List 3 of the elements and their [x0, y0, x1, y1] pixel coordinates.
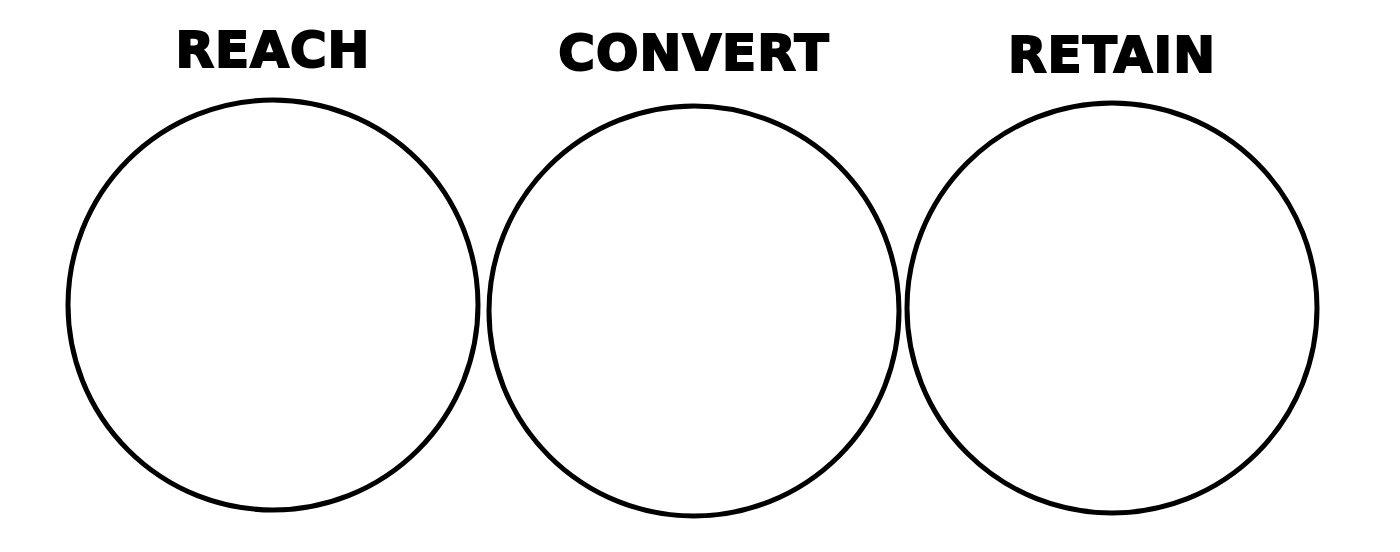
circle-heading: RETAIN	[1008, 27, 1216, 83]
circle-heading: REACH	[175, 22, 371, 78]
circle-heading: CONVERT	[558, 25, 830, 81]
